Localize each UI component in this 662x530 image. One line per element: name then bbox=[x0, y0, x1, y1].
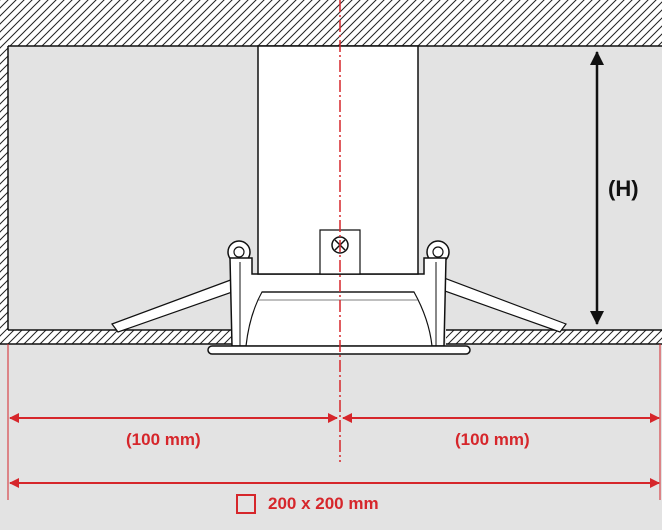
cutout-size-label: 200 x 200 mm bbox=[268, 494, 379, 513]
driver-box bbox=[257, 45, 419, 275]
height-label: (H) bbox=[608, 176, 639, 201]
fixture-housing bbox=[229, 257, 447, 347]
right-distance-label: (100 mm) bbox=[455, 430, 530, 449]
cutout-size-label-group: 200 x 200 mm bbox=[236, 494, 379, 514]
left-distance-label: (100 mm) bbox=[126, 430, 201, 449]
square-icon bbox=[236, 494, 256, 514]
trim-ring bbox=[207, 345, 471, 355]
